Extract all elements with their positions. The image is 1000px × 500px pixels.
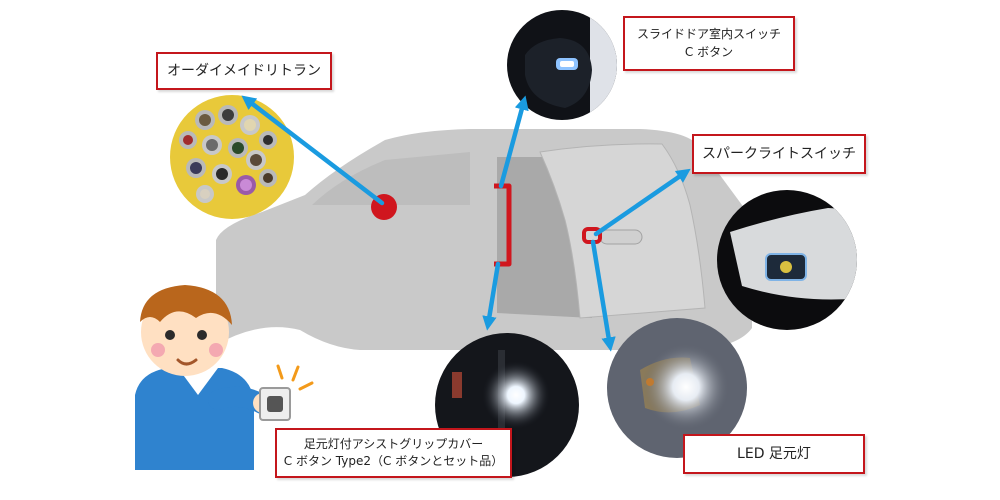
arrow-to-led-light <box>590 239 616 352</box>
callout-arrows <box>241 95 691 352</box>
label-assist-grip-cover: 足元灯付アシストグリップカバー C ボタン Type2（C ボタンとセット品） <box>275 428 512 478</box>
door-opening <box>497 157 592 318</box>
push-button-icon <box>259 387 291 421</box>
label-spark-light-switch: スパークライトスイッチ <box>692 134 866 174</box>
arrow-to-slide-switch <box>498 95 529 189</box>
press-sparks <box>276 364 314 391</box>
label-order-made-trunk: オーダイメイドリトラン <box>156 52 332 90</box>
car-window <box>312 152 470 205</box>
arrow-to-spark-switch <box>593 168 691 237</box>
label-led-foot-light: LED 足元灯 <box>683 434 865 474</box>
boy-illustration <box>135 285 273 470</box>
label-slide-door-switch: スライドドア室内スイッチ C ボタン <box>623 16 795 71</box>
arrow-to-trunk <box>241 95 385 206</box>
door-handle-recess <box>599 229 643 245</box>
photo-spark-light-switch <box>717 190 857 330</box>
arrow-to-assist-grip <box>482 261 501 331</box>
car-silhouette <box>216 129 753 350</box>
photo-order-made-trunk <box>170 95 294 219</box>
